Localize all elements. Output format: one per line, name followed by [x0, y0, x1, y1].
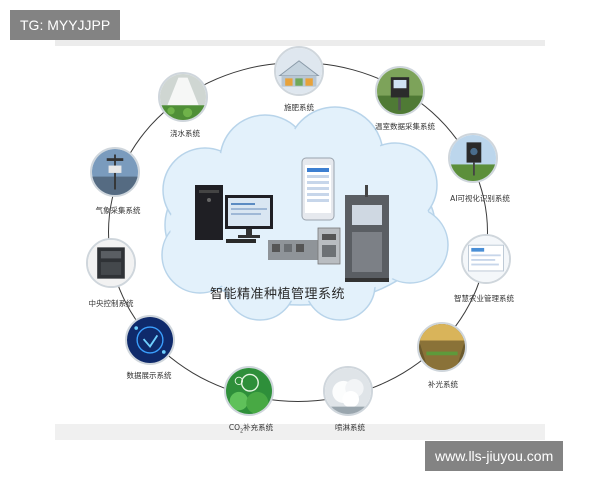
irrigation-icon — [158, 72, 208, 122]
node-label-supplementary-light: 补光系统 — [428, 380, 458, 389]
weather-station-icon — [90, 147, 140, 197]
node-label-weather: 气象采集系统 — [95, 206, 141, 215]
node-label-greenhouse-data: 温室数据采集系统 — [375, 122, 435, 131]
data-display-icon — [125, 315, 175, 365]
grow-light-icon — [417, 322, 467, 372]
sensor-device-icon — [375, 66, 425, 116]
camera-icon — [448, 133, 498, 183]
mist-spray-icon — [323, 366, 373, 416]
panel-bottom-strip — [55, 424, 545, 440]
panel-top-strip — [55, 40, 545, 46]
node-label-smart-agri: 智慧农业管理系统 — [454, 294, 514, 303]
node-label-ai-vision: AI可视化识别系统 — [450, 194, 510, 203]
control-cabinet-icon — [86, 238, 136, 288]
node-label-spray: 喷淋系统 — [335, 423, 365, 432]
node-label-data-display: 数据展示系统 — [126, 371, 172, 380]
node-label-co2: CO2补充系统 — [228, 423, 274, 435]
center-title: 智能精准种植管理系统 — [210, 287, 346, 302]
node-label-watering: 浇水系统 — [170, 129, 200, 138]
watermark-bottom-right: www.lls-jiuyou.com — [425, 441, 564, 471]
co2-bubble-icon — [224, 366, 274, 416]
node-label-fertilizer: 施肥系统 — [284, 103, 314, 112]
greenhouse-icon — [274, 46, 324, 96]
dashboard-icon — [461, 234, 511, 284]
watermark-top-left: TG: MYYJJPP — [10, 10, 121, 40]
node-label-central-control: 中央控制系统 — [88, 299, 134, 308]
